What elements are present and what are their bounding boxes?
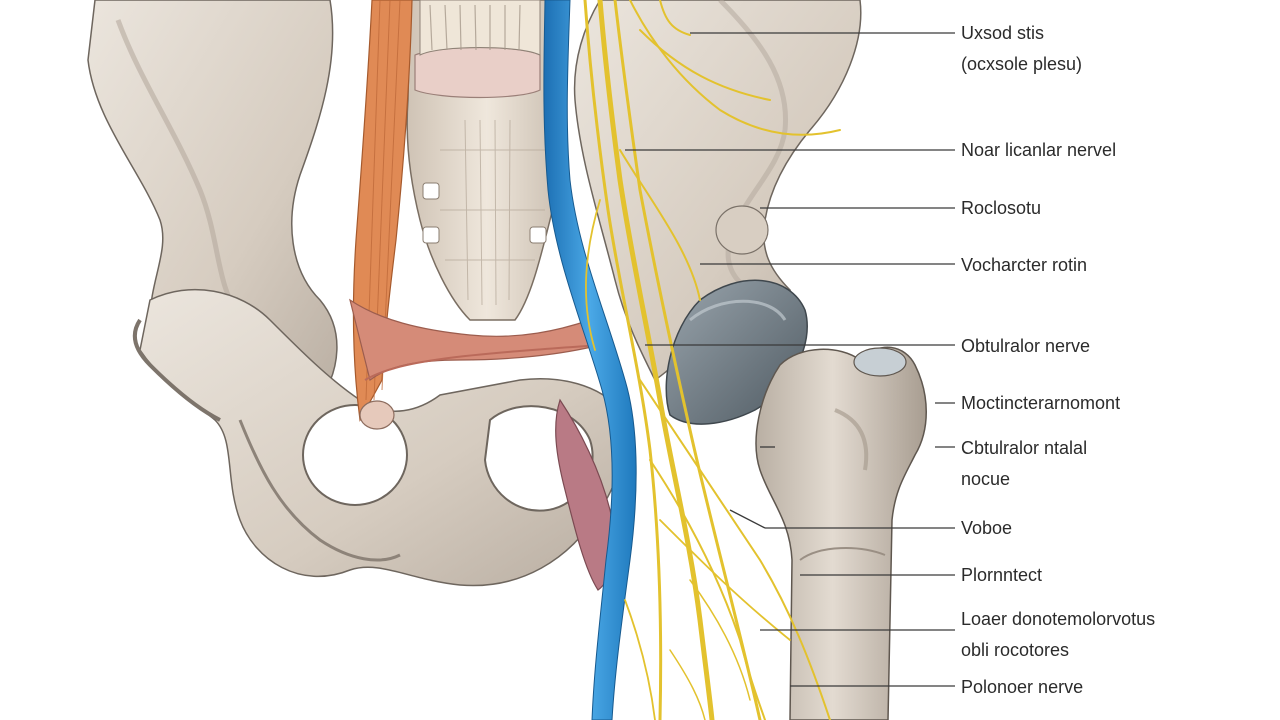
label-uxsod-stis: Uxsod stis (ocxsole plesu) xyxy=(961,22,1082,75)
femur xyxy=(755,346,927,720)
label-line: Moctincterarnomont xyxy=(961,393,1121,413)
left-obturator-foramen xyxy=(302,404,408,506)
label-cbtulralor-ntalal: Cbtulralor ntalal nocue xyxy=(961,437,1087,490)
label-line: Uxsod stis xyxy=(961,23,1045,43)
label-line-2: nocue xyxy=(961,469,1011,489)
label-line: Voboe xyxy=(961,518,1013,538)
label-plornntect: Plornntect xyxy=(961,564,1042,586)
label-line: Vocharcter rotin xyxy=(961,255,1088,275)
label-roclosotu: Roclosotu xyxy=(961,197,1041,219)
label-line: Roclosotu xyxy=(961,198,1042,218)
leader-lines xyxy=(625,32,955,687)
label-obtulralor-nerve: Obtulralor nerve xyxy=(961,335,1090,357)
nerve-bundle xyxy=(583,0,841,720)
label-loaer-donotemolorvotus: Loaer donotemolorvotus obli rocotores xyxy=(961,608,1155,661)
label-line-2: (ocxsole plesu) xyxy=(961,54,1083,74)
label-polonoer-nerve: Polonoer nerve xyxy=(961,676,1083,698)
label-vocharcter-rotin: Vocharcter rotin xyxy=(961,254,1087,276)
label-line: Noar licanlar nervel xyxy=(961,140,1117,160)
label-line-2: obli rocotores xyxy=(961,640,1070,660)
intervertebral-disc xyxy=(414,46,541,99)
label-line: Obtulralor nerve xyxy=(961,336,1091,356)
blue-vessel xyxy=(543,0,637,720)
label-line: Plornntect xyxy=(961,565,1043,585)
label-line: Cbtulralor ntalal xyxy=(961,438,1088,458)
label-moctincterarnomont: Moctincterarnomont xyxy=(961,392,1120,414)
label-voboe: Voboe xyxy=(961,517,1012,539)
label-noar-licanlar-nervel: Noar licanlar nervel xyxy=(961,139,1116,161)
label-line: Polonoer nerve xyxy=(961,677,1084,697)
obturator-muscle xyxy=(555,398,616,591)
label-line: Loaer donotemolorvotus xyxy=(961,609,1156,629)
